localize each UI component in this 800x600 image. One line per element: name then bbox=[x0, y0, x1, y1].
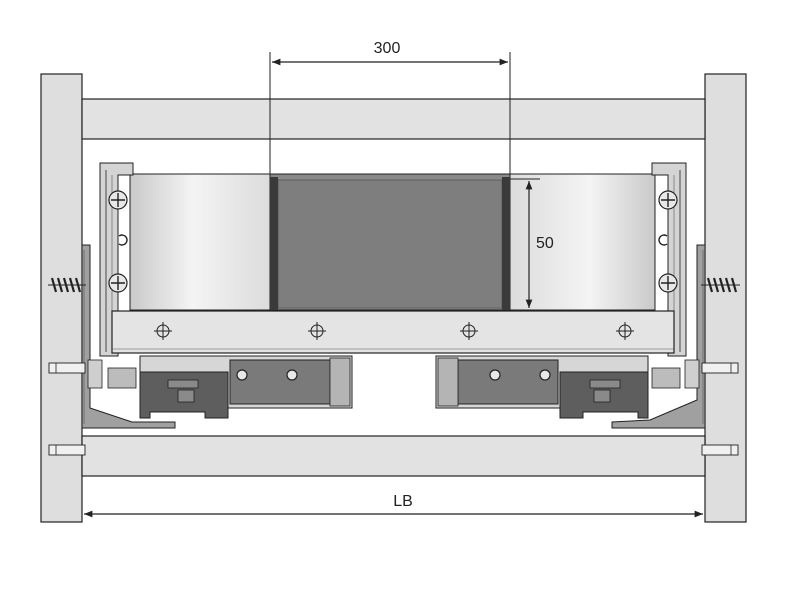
right-side-panel bbox=[509, 173, 656, 311]
left-dowel-pin-lower-icon bbox=[48, 444, 86, 456]
dimension-bottom-label: LB bbox=[393, 493, 413, 510]
drawer-front-panel bbox=[269, 173, 511, 311]
dimension-height-label: 50 bbox=[536, 235, 554, 252]
dimension-bottom-width: LB bbox=[84, 493, 703, 518]
right-cabinet-bracket bbox=[611, 244, 706, 429]
left-drawer-profile bbox=[99, 162, 134, 357]
dimension-top-label: 300 bbox=[374, 40, 401, 57]
bottom-cabinet-rail bbox=[81, 435, 706, 477]
right-drawer-profile bbox=[651, 162, 687, 357]
left-side-panel bbox=[129, 173, 271, 311]
dimension-height: 50 bbox=[510, 178, 554, 308]
right-dowel-pin-upper-icon bbox=[701, 362, 739, 374]
dimension-top-width: 300 bbox=[269, 40, 511, 176]
crosshair-mark-1-icon bbox=[154, 322, 172, 340]
right-threaded-rod-icon bbox=[701, 277, 740, 293]
left-threaded-rod-icon bbox=[48, 277, 86, 293]
left-runner-assembly bbox=[107, 355, 353, 419]
left-cabinet-bracket bbox=[81, 244, 176, 429]
crosshair-mark-4-icon bbox=[616, 322, 634, 340]
crosshair-mark-2-icon bbox=[308, 322, 326, 340]
right-dowel-pin-lower-icon bbox=[701, 444, 739, 456]
right-runner-assembly bbox=[435, 355, 681, 419]
crosshair-mark-3-icon bbox=[460, 322, 478, 340]
top-cabinet-rail bbox=[81, 98, 706, 140]
drawer-bottom-plate bbox=[111, 310, 675, 354]
left-dowel-pin-upper-icon bbox=[48, 362, 86, 374]
